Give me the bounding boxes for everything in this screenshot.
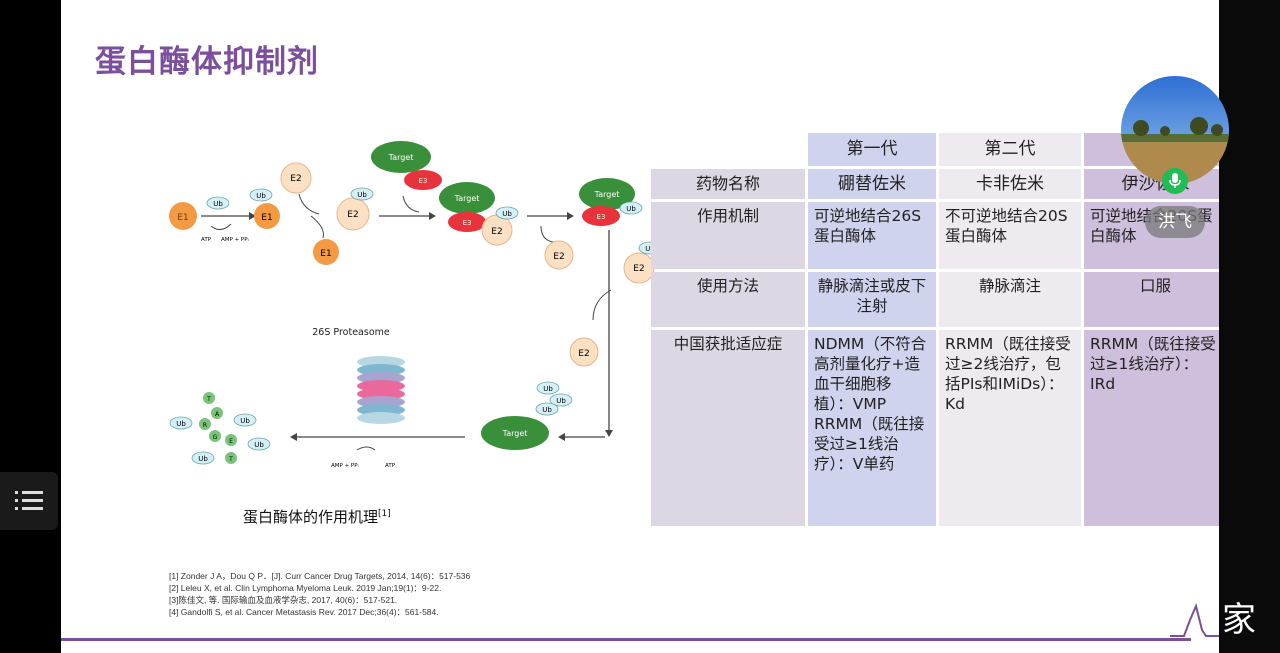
reference-item: [3]陈佳文, 等. 国际输血及血液学杂志, 2017, 40(6)：517-5… xyxy=(169,595,398,605)
svg-text:E1: E1 xyxy=(177,213,188,223)
svg-text:G: G xyxy=(213,434,218,441)
svg-text:E2: E2 xyxy=(347,210,358,220)
e3-ligase xyxy=(404,170,442,190)
cell-gen2: 不可逆地结合20S蛋白酶体 xyxy=(939,202,1081,269)
svg-text:AMP + PPᵢ: AMP + PPᵢ xyxy=(221,237,249,243)
header-gen2: 第二代 xyxy=(939,133,1081,166)
reference-item: [2] Leleu X, et al. Clin Lymphoma Myelom… xyxy=(169,583,442,593)
svg-text:T: T xyxy=(228,456,233,463)
e2-node xyxy=(544,240,574,270)
table-row: 作用机制 可逆地结合26S蛋白酶体 不可逆地结合20S蛋白酶体 可逆地结合20S… xyxy=(651,202,1227,269)
participant-name: 洪飞 xyxy=(1145,206,1205,238)
e1-node xyxy=(169,202,197,230)
target-protein xyxy=(439,182,495,214)
cell-gen1: 硼替佐米 xyxy=(808,169,936,199)
row-label: 药物名称 xyxy=(651,169,805,199)
svg-text:E2: E2 xyxy=(633,264,644,274)
svg-text:Target: Target xyxy=(388,153,414,162)
cell-gen2: RRMM（既往接受过≥2线治疗，包括PIs和IMiDs）：Kd xyxy=(939,330,1081,526)
svg-text:Ub: Ub xyxy=(645,245,655,253)
svg-text:E3: E3 xyxy=(419,177,428,185)
svg-text:Ub: Ub xyxy=(543,385,553,393)
row-label: 中国获批适应症 xyxy=(651,330,805,526)
caption-text: 蛋白酶体的作用机理 xyxy=(243,508,379,526)
diagram-caption: 蛋白酶体的作用机理[1] xyxy=(243,506,391,527)
references: [1] Zonder J A，Dou Q P．[J]. Curr Cancer … xyxy=(169,570,470,618)
row-label: 使用方法 xyxy=(651,272,805,327)
svg-text:R: R xyxy=(203,422,207,429)
watermark-faint: @Bohrui 肾 健 海 xyxy=(870,609,1110,639)
svg-text:E2: E2 xyxy=(578,349,589,359)
watermark-text: 家 xyxy=(1222,600,1256,640)
cell-gen3: RRMM（既往接受过≥1线治疗）：IRd xyxy=(1084,330,1227,526)
svg-text:Ub: Ub xyxy=(176,420,186,428)
svg-text:Target: Target xyxy=(502,429,528,438)
svg-text:E3: E3 xyxy=(597,213,606,221)
e2-node xyxy=(280,162,312,194)
svg-text:Ub: Ub xyxy=(357,191,367,199)
cell-gen2: 静脉滴注 xyxy=(939,272,1081,327)
svg-text:E1: E1 xyxy=(320,249,331,259)
comparison-table: 第一代 第二代 第三代 药物名称 硼替佐米 卡非佐米 伊沙佐米 作用机制 可逆地… xyxy=(648,130,1230,529)
table-row: 中国获批适应症 NDMM（不符合高剂量化疗+造血干细胞移植）：VMP RRMM（… xyxy=(651,330,1227,526)
svg-text:E: E xyxy=(229,438,233,445)
e2-node xyxy=(336,197,370,231)
caption-ref: [1] xyxy=(378,509,391,519)
e3-ligase xyxy=(448,212,486,232)
svg-text:Ub: Ub xyxy=(502,210,512,218)
e3-ligase xyxy=(582,206,620,226)
right-edge-bar xyxy=(1219,0,1280,653)
target-protein xyxy=(579,178,635,210)
svg-text:ATP: ATP xyxy=(201,237,212,243)
cell-gen1: 可逆地结合26S蛋白酶体 xyxy=(808,202,936,269)
cell-gen2: 卡非佐米 xyxy=(939,169,1081,199)
reference-item: [1] Zonder J A，Dou Q P．[J]. Curr Cancer … xyxy=(169,571,471,581)
svg-text:26S Proteasome: 26S Proteasome xyxy=(312,327,390,338)
proteasome-illustration xyxy=(357,356,405,424)
svg-text:Ub: Ub xyxy=(556,397,566,405)
svg-text:Target: Target xyxy=(454,194,480,203)
waveform-icon xyxy=(1170,602,1220,637)
reference-item: [4] Gandolfi S, et al. Cancer Metastasis… xyxy=(169,607,439,617)
svg-text:AMP + PPᵢ: AMP + PPᵢ xyxy=(331,463,359,469)
microphone-icon xyxy=(1169,173,1181,188)
svg-text:E2: E2 xyxy=(290,174,301,184)
slide-title: 蛋白酶体抑制剂 xyxy=(95,44,319,80)
slide-footer-line xyxy=(61,638,1191,641)
svg-text:E3: E3 xyxy=(463,219,472,227)
e1-node xyxy=(313,239,339,265)
target-protein xyxy=(481,416,549,450)
table-corner xyxy=(651,133,805,166)
svg-text:T: T xyxy=(206,396,211,403)
svg-text:Ub: Ub xyxy=(626,205,636,213)
svg-text:Target: Target xyxy=(594,190,620,199)
menu-button[interactable] xyxy=(0,472,58,530)
row-label: 作用机制 xyxy=(651,202,805,269)
e1-node xyxy=(254,203,280,229)
cell-gen1: NDMM（不符合高剂量化疗+造血干细胞移植）：VMP RRMM（既往接受过≥1线… xyxy=(808,330,936,526)
table-row: 药物名称 硼替佐米 卡非佐米 伊沙佐米 xyxy=(651,169,1227,199)
microphone-status[interactable] xyxy=(1162,168,1188,194)
list-menu-icon xyxy=(15,491,43,510)
svg-text:E2: E2 xyxy=(491,227,502,237)
cell-gen3: 口服 xyxy=(1084,272,1227,327)
proteasome-mechanism-diagram: E1 Ub ATP AMP + PPᵢ E1 Ub E2 E1 E2 Ub xyxy=(161,130,671,475)
cell-gen1: 静脉滴注或皮下注射 xyxy=(808,272,936,327)
svg-text:Ub: Ub xyxy=(542,406,552,414)
svg-text:E2: E2 xyxy=(553,252,564,262)
svg-text:E1: E1 xyxy=(261,213,272,223)
svg-text:A: A xyxy=(215,411,220,418)
header-gen1: 第一代 xyxy=(808,133,936,166)
target-protein xyxy=(371,141,431,173)
svg-text:Ub: Ub xyxy=(213,200,223,208)
svg-text:ATP: ATP xyxy=(385,463,396,469)
table-row: 使用方法 静脉滴注或皮下注射 静脉滴注 口服 xyxy=(651,272,1227,327)
svg-text:Ub: Ub xyxy=(254,441,264,449)
svg-text:Ub: Ub xyxy=(256,192,266,200)
svg-text:Ub: Ub xyxy=(240,417,250,425)
svg-text:Ub: Ub xyxy=(198,455,208,463)
e2-node xyxy=(569,337,599,367)
